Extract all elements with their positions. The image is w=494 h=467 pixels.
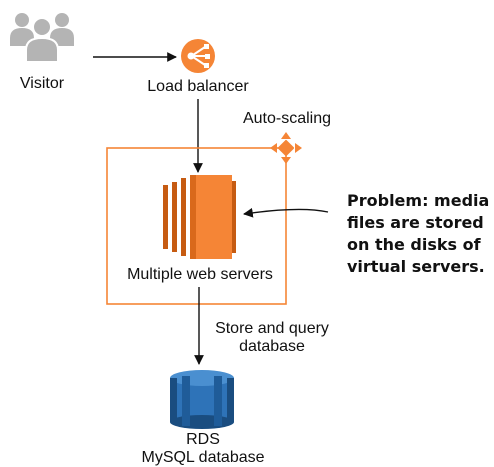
load-balancer-icon (181, 39, 215, 73)
users-icon (10, 13, 74, 63)
problem-callout: Problem: media files are stored on the d… (347, 191, 489, 276)
rds-label-line-1: RDS (186, 431, 220, 448)
ec2-instances-icon (163, 175, 236, 259)
rds-label-line-2: MySQL database (141, 449, 264, 466)
auto-scaling-icon (270, 132, 302, 164)
auto-scaling-group (106, 147, 287, 305)
web-servers-label: Multiple web servers (127, 266, 273, 283)
database-icon (170, 370, 234, 429)
callout-line-1: Problem: media (347, 191, 489, 210)
callout-arrow (243, 207, 329, 218)
db-edge-label-line-1: Store and query (215, 320, 329, 337)
db-edge-label-line-2: database (239, 338, 305, 355)
load-balancer-label: Load balancer (147, 78, 249, 95)
callout-line-2: files are stored (347, 213, 484, 232)
callout-line-4: virtual servers. (347, 257, 485, 276)
auto-scaling-label: Auto-scaling (243, 110, 331, 127)
callout-line-3: on the disks of (347, 235, 482, 254)
visitor-label: Visitor (20, 75, 65, 92)
